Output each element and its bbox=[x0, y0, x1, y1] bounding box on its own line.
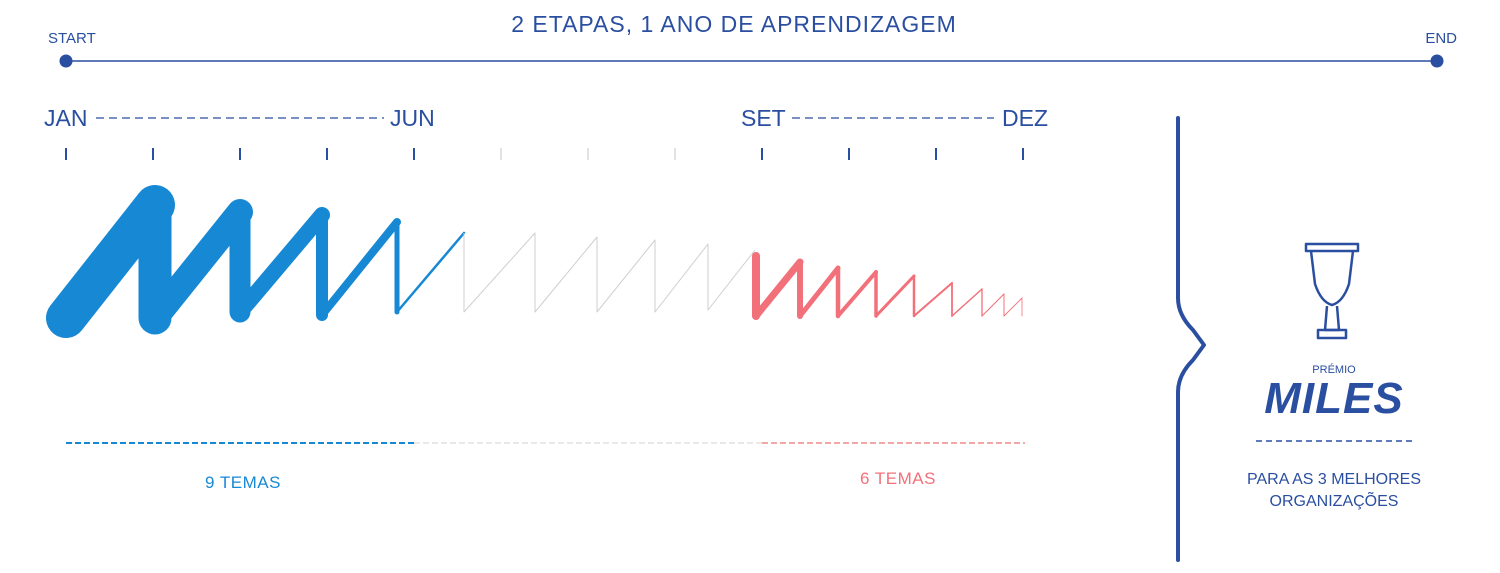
zigzag-segment bbox=[797, 265, 841, 319]
zigzag-segment bbox=[913, 282, 953, 317]
award-premio-label: PRÉMIO bbox=[1312, 363, 1356, 376]
month-ticks bbox=[65, 148, 1024, 160]
stage1-zigzag bbox=[46, 185, 466, 338]
zigzag-segment bbox=[981, 293, 1005, 317]
end-label: END bbox=[1425, 30, 1457, 47]
summer-faded-zigzag bbox=[463, 232, 756, 313]
trophy-icon bbox=[1304, 242, 1360, 340]
timeline-start-dot bbox=[59, 54, 73, 68]
diagram-title: 2 ETAPAS, 1 ANO DE APRENDIZAGEM bbox=[511, 11, 957, 37]
zigzag-segment bbox=[232, 207, 330, 320]
month-label-jan: JAN bbox=[44, 105, 87, 131]
month-label-set: SET bbox=[741, 105, 786, 131]
award-caption-line1: PARA AS 3 MELHORES bbox=[1247, 471, 1421, 488]
zigzag-segment bbox=[318, 218, 401, 319]
zigzag-segment bbox=[752, 258, 804, 320]
zigzag-segment bbox=[836, 270, 878, 318]
stage1-label: 9 TEMAS bbox=[205, 473, 281, 492]
stage2-label: 6 TEMAS bbox=[860, 469, 936, 488]
month-label-jun: JUN bbox=[390, 105, 435, 131]
timeline-end-dot bbox=[1430, 54, 1444, 68]
zigzag-segment bbox=[951, 288, 983, 317]
zigzag-segment bbox=[874, 274, 916, 318]
start-label: START bbox=[48, 30, 96, 47]
month-label-dez: DEZ bbox=[1002, 105, 1048, 131]
curly-brace bbox=[1176, 116, 1206, 562]
award-logo-miles: MILES bbox=[1264, 374, 1403, 423]
award-caption-line2: ORGANIZAÇÕES bbox=[1270, 490, 1399, 510]
zigzag-segment bbox=[395, 231, 466, 314]
zigzag-segment bbox=[1003, 297, 1023, 317]
zigzag-segment bbox=[142, 199, 253, 331]
zigzag-segment bbox=[463, 232, 756, 313]
stage2-zigzag bbox=[752, 252, 1023, 320]
